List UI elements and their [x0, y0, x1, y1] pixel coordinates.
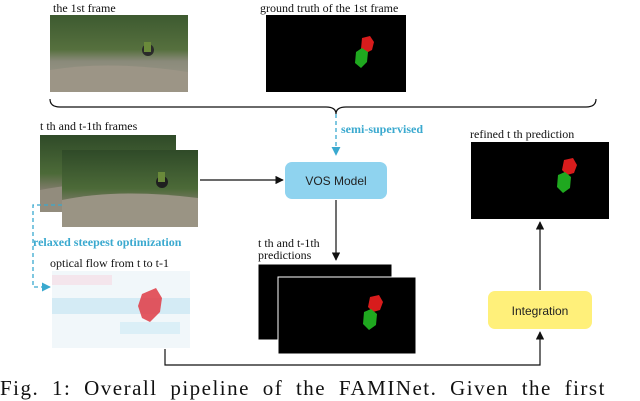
frame-t-image	[62, 150, 198, 227]
predictions-label-line1: t th and t-1th	[258, 236, 320, 250]
vos-model-box: VOS Model	[285, 162, 387, 199]
vos-model-label: VOS Model	[305, 174, 366, 188]
frames-label: t th and t-1th frames	[40, 119, 138, 133]
top-brace	[49, 98, 597, 115]
refined-prediction-mask	[471, 142, 609, 219]
relaxed-steepest-label: relaxed steepest optimization	[33, 235, 182, 249]
integration-label: Integration	[512, 304, 569, 318]
figure-caption: Fig. 1: Overall pipeline of the FAMINet.…	[0, 376, 606, 400]
prediction-t-mask	[277, 276, 417, 355]
integration-box: Integration	[488, 291, 592, 329]
semi-supervised-label: semi-supervised	[341, 122, 423, 136]
ground-truth-label: ground truth of the 1st frame	[260, 1, 398, 15]
optical-flow-label: optical flow from t to t-1	[50, 256, 169, 270]
optical-flow-image	[52, 271, 190, 348]
ground-truth-mask	[266, 15, 406, 92]
bottom-connector-arrow	[164, 331, 545, 366]
first-frame-label: the 1st frame	[53, 1, 116, 15]
predictions-label-line2: predictions	[258, 248, 312, 262]
relaxed-steepest-arrow	[32, 204, 62, 292]
first-frame-image	[50, 15, 188, 92]
refined-prediction-label: refined t th prediction	[470, 127, 574, 141]
